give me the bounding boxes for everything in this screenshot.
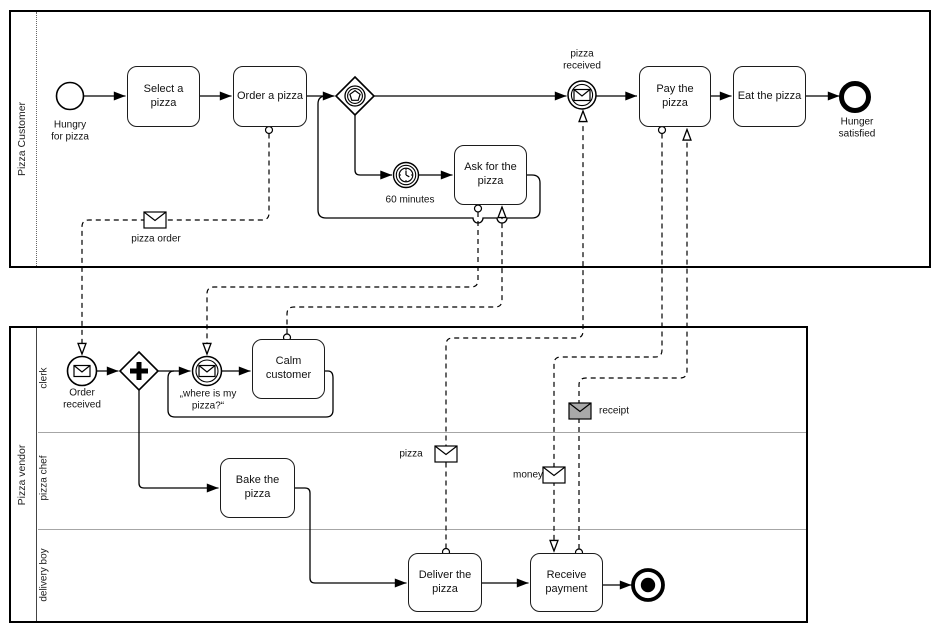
label-where-is-my-pizza: „where is my pizza?“ xyxy=(179,388,237,412)
envelope-pizza-order-icon[interactable] xyxy=(143,211,167,229)
start-event-hungry[interactable] xyxy=(55,81,85,111)
task-select-a-pizza[interactable]: Select a pizza xyxy=(127,66,200,127)
message-flow-receipt xyxy=(578,130,687,549)
flow-ask-loop-gateway xyxy=(317,95,541,224)
task-receive-payment[interactable]: Receive payment xyxy=(530,553,603,612)
message-flow-pizza-order xyxy=(82,133,270,355)
message-flow-pizza xyxy=(445,111,583,549)
envelope-receipt-icon[interactable] xyxy=(568,402,592,420)
task-pay-the-pizza[interactable]: Pay the pizza xyxy=(639,66,711,127)
task-bake-the-pizza[interactable]: Bake the pizza xyxy=(220,458,295,518)
flow-calm-loop-where xyxy=(167,370,334,418)
label-hungry-for-pizza: Hungry for pizza xyxy=(51,119,89,143)
label-pizza-received: pizza received xyxy=(563,48,601,72)
label-pizza-order: pizza order xyxy=(131,233,181,245)
message-source-order-a-pizza xyxy=(264,125,274,135)
envelope-money-icon[interactable] xyxy=(542,466,566,484)
message-source-pay xyxy=(657,125,667,135)
plus-icon xyxy=(130,362,148,380)
label-money: money xyxy=(512,469,544,481)
task-eat-the-pizza[interactable]: Eat the pizza xyxy=(733,66,806,127)
clock-icon xyxy=(398,167,414,183)
pool-pizza-vendor xyxy=(9,326,808,623)
message-flow-where-is-my-pizza xyxy=(207,212,479,354)
flow-gateway-timer xyxy=(354,115,392,180)
parallel-gateway[interactable] xyxy=(118,350,160,392)
lane-divider-clerk-chef xyxy=(38,432,806,433)
message-event-where-is-my-pizza[interactable] xyxy=(191,355,223,387)
label-hunger-satisfied: Hunger satisfied xyxy=(838,116,876,140)
pool-pizza-customer xyxy=(9,10,931,268)
envelope-icon xyxy=(198,364,216,378)
label-60-minutes: 60 minutes xyxy=(385,194,435,206)
message-source-ask xyxy=(473,204,483,213)
envelope-icon xyxy=(573,88,591,102)
message-flow-money xyxy=(554,133,663,552)
envelope-pizza-icon[interactable] xyxy=(434,445,458,463)
message-event-pizza-received[interactable] xyxy=(567,80,597,110)
terminate-dot-icon xyxy=(640,577,656,593)
message-flow-calm-reply xyxy=(286,207,502,334)
message-start-event-order-received[interactable] xyxy=(66,355,98,387)
timer-event-60-minutes[interactable] xyxy=(392,161,420,189)
task-calm-customer[interactable]: Calm customer xyxy=(252,339,325,399)
flow-gateway-bake xyxy=(138,390,219,493)
end-event-hunger-satisfied[interactable] xyxy=(839,81,871,113)
envelope-icon xyxy=(73,364,91,378)
event-based-gateway[interactable] xyxy=(334,75,376,117)
lane-divider-chef-delivery xyxy=(38,529,806,530)
task-order-a-pizza[interactable]: Order a pizza xyxy=(233,66,307,127)
pool-label-strip xyxy=(11,12,37,266)
pentagon-icon xyxy=(349,89,361,101)
label-receipt: receipt xyxy=(598,405,630,417)
task-deliver-the-pizza[interactable]: Deliver the pizza xyxy=(408,553,482,612)
label-order-received: Order received xyxy=(63,387,101,411)
label-pizza: pizza xyxy=(399,448,423,460)
terminate-end-event[interactable] xyxy=(631,568,665,602)
flow-bake-deliver xyxy=(295,487,407,588)
task-ask-for-the-pizza[interactable]: Ask for the pizza xyxy=(454,145,527,205)
pool-label-strip xyxy=(11,328,37,621)
